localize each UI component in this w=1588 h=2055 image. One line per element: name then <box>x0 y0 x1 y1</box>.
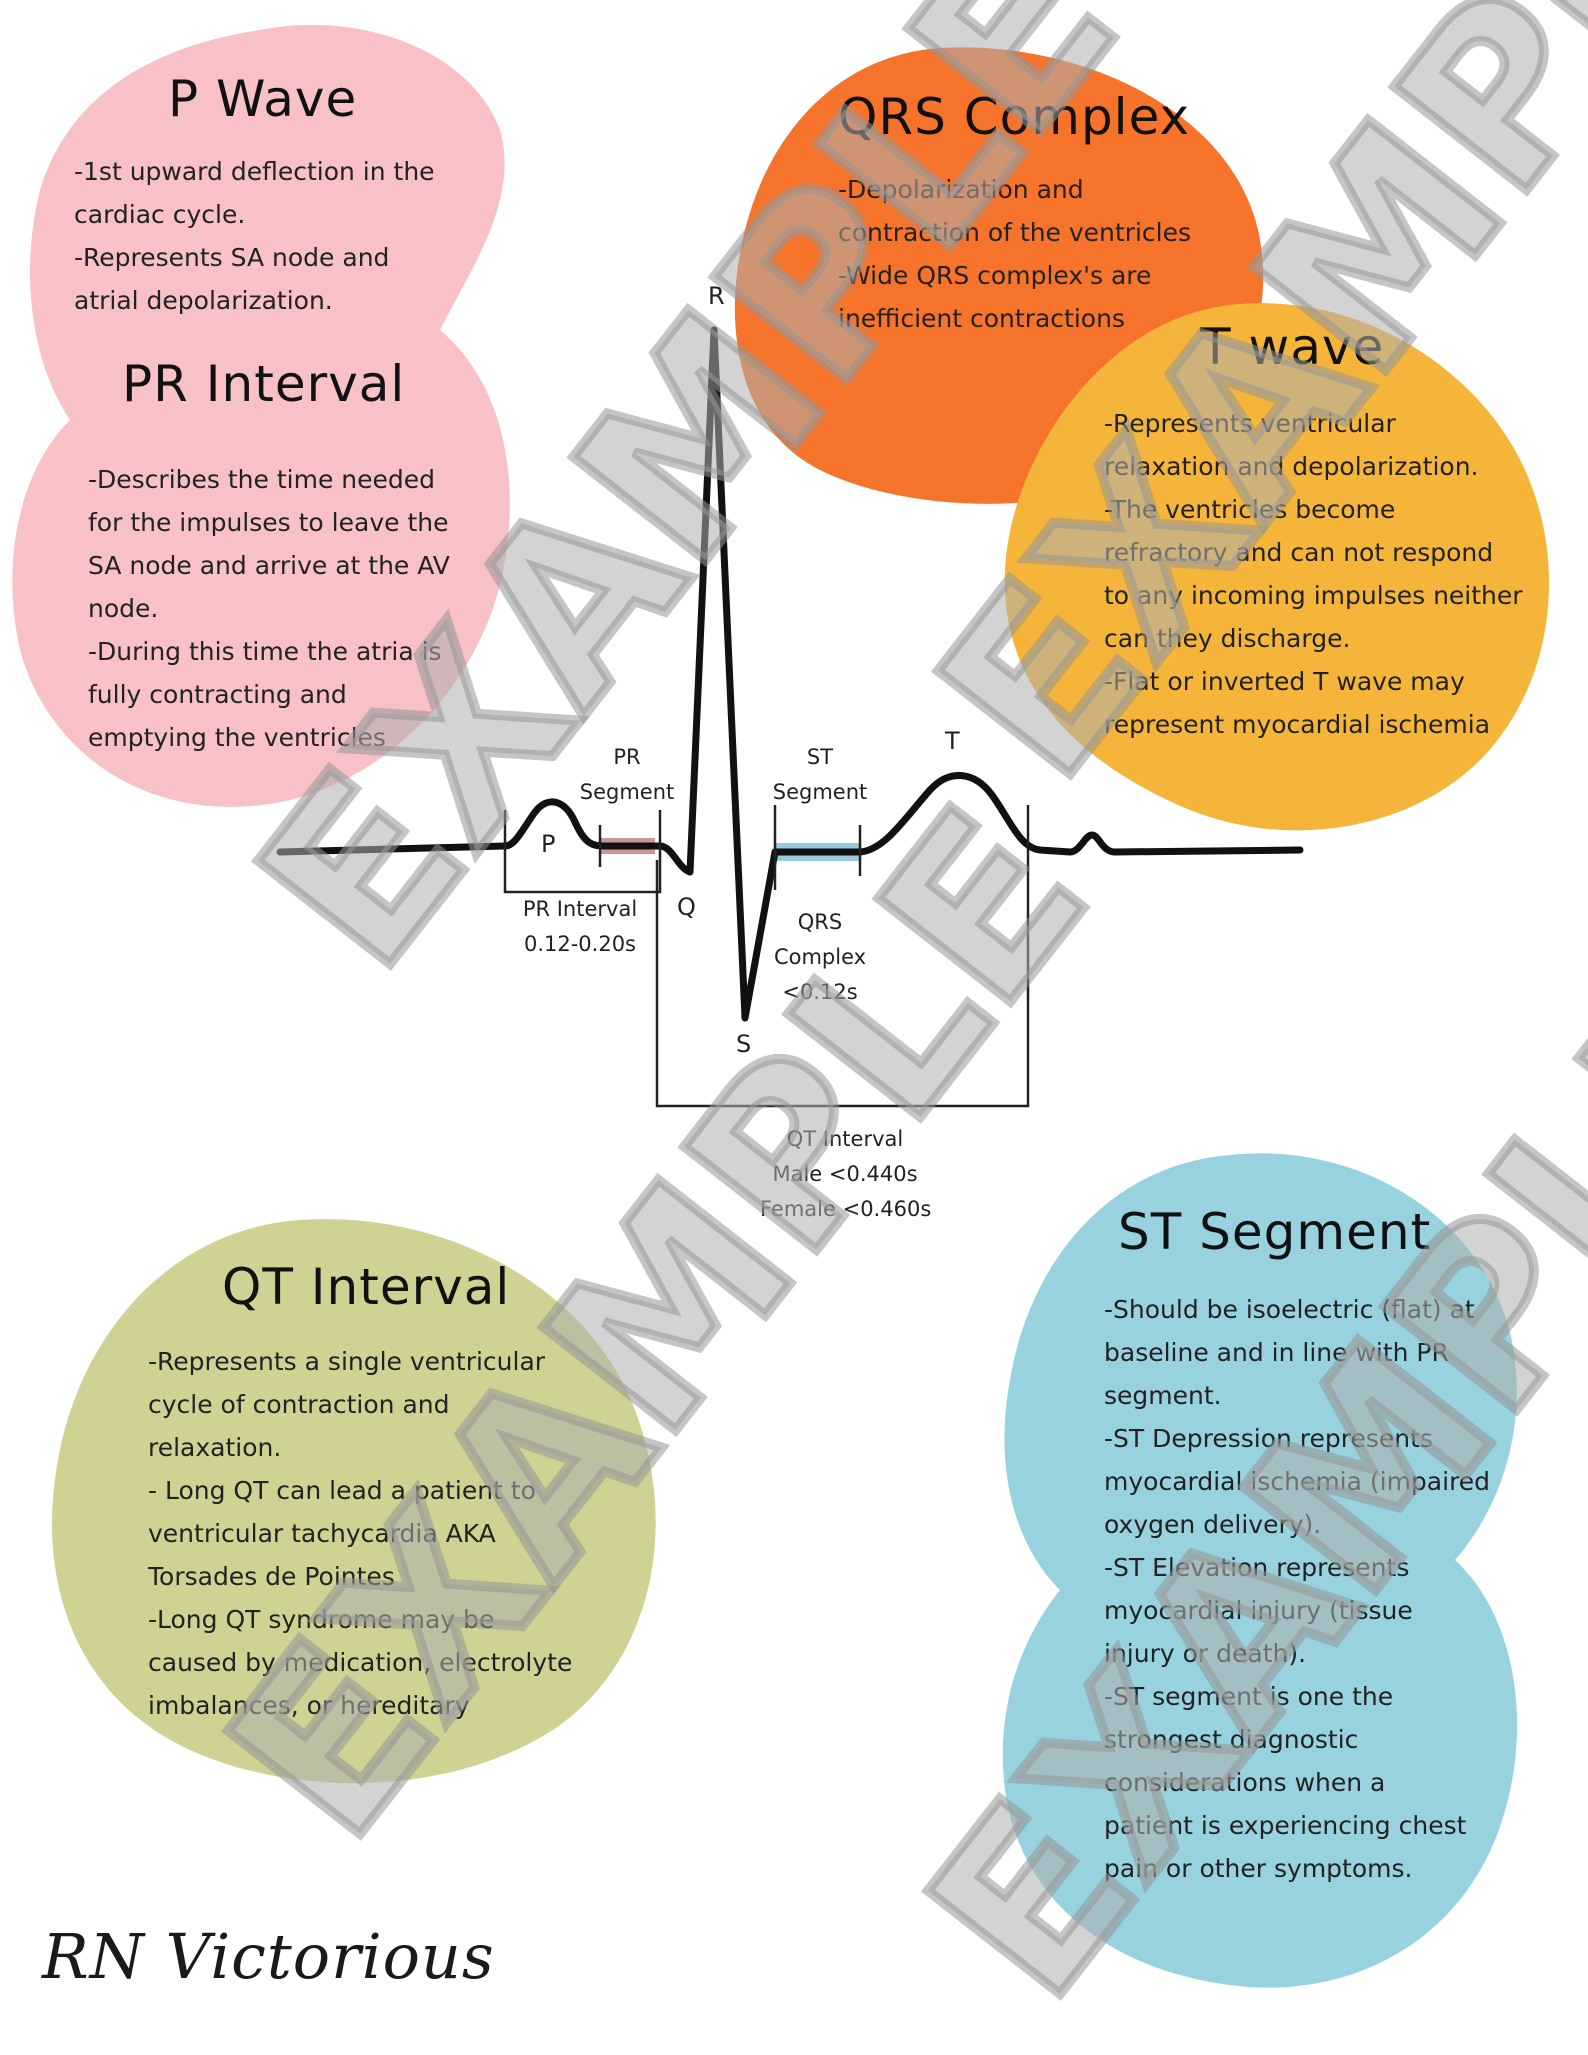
text-line: -The ventricles become <box>1104 495 1396 524</box>
label-line: QRS <box>797 910 843 934</box>
ekg-letter-q: Q <box>677 893 696 921</box>
text-line: relaxation. <box>148 1433 282 1462</box>
text-line: Torsades de Pointes <box>148 1562 395 1591</box>
t-wave-title-box: T wave <box>1200 318 1384 376</box>
ekg-letter-p: P <box>541 830 556 858</box>
label-line: Complex <box>773 945 867 969</box>
ekg-letter-t: T <box>945 727 960 755</box>
qt-interval-label: QT Interval Male <0.440s Female <0.460s <box>760 1122 932 1227</box>
qrs-complex-title: QRS Complex <box>838 88 1191 146</box>
text-line: imbalances, or hereditary <box>148 1691 470 1720</box>
text-line: -ST Elevation represents <box>1104 1553 1410 1582</box>
text-line: -Wide QRS complex's are <box>838 261 1152 290</box>
text-line: patient is experiencing chest <box>1104 1811 1467 1840</box>
text-line: contraction of the ventricles <box>838 218 1192 247</box>
st-segment-title: ST Segment <box>1118 1203 1432 1261</box>
label-line: QT Interval <box>786 1127 904 1151</box>
text-line: strongest diagnostic <box>1104 1725 1359 1754</box>
pr-interval-title-box: PR Interval <box>122 355 405 413</box>
text-line: -Represents ventricular <box>1104 409 1396 438</box>
text-line: -ST segment is one the <box>1104 1682 1394 1711</box>
text-line: emptying the ventricles <box>88 723 386 752</box>
text-line: cycle of contraction and <box>148 1390 450 1419</box>
p-wave-title-box: P Wave <box>168 70 357 128</box>
t-wave-blob <box>1004 303 1550 831</box>
text-line: node. <box>88 594 159 623</box>
pr-interval-label: PR Interval 0.12-0.20s <box>505 892 655 962</box>
ekg-letter-r: R <box>708 282 725 310</box>
text-line: -ST Depression represents <box>1104 1424 1433 1453</box>
text-line: can they discharge. <box>1104 624 1351 653</box>
st-segment-label: ST Segment <box>765 740 875 810</box>
text-line: represent myocardial ischemia <box>1104 710 1491 739</box>
text-line: -1st upward deflection in the <box>74 157 435 186</box>
interval-brackets <box>503 805 1030 1108</box>
st-segment-blob <box>1002 1153 1518 1988</box>
text-line: baseline and in line with PR <box>1104 1338 1449 1367</box>
qrs-complex-label: QRS Complex <0.12s <box>765 905 875 1010</box>
text-line: for the impulses to leave the <box>88 508 449 537</box>
text-line: inefficient contractions <box>838 304 1125 333</box>
qt-body: -Represents a single ventricular cycle o… <box>148 1340 572 1727</box>
label-line: PR Interval <box>522 897 638 921</box>
qt-interval-title: QT Interval <box>222 1258 511 1316</box>
text-line: segment. <box>1104 1381 1222 1410</box>
text-line: to any incoming impulses neither <box>1104 581 1523 610</box>
text-line: -Represents SA node and <box>74 243 390 272</box>
text-line: pain or other symptoms. <box>1104 1854 1413 1883</box>
text-line: -Long QT syndrome may be <box>148 1605 495 1634</box>
st-body: -Should be isoelectric (flat) at baselin… <box>1104 1288 1490 1890</box>
label-line: <0.12s <box>782 980 858 1004</box>
signature: RN Victorious <box>42 1920 495 1993</box>
text-line: - Long QT can lead a patient to <box>148 1476 536 1505</box>
text-line: -During this time the atria is <box>88 637 442 666</box>
qt-interval-bracket <box>655 805 1030 1108</box>
ekg-waveform <box>276 326 1304 1022</box>
t-wave-body: -Represents ventricular relaxation and d… <box>1104 402 1523 746</box>
p-wave-title: P Wave <box>168 70 358 128</box>
label-line: Segment <box>772 780 868 804</box>
text-line: injury or death). <box>1104 1639 1307 1668</box>
text-line: -Flat or inverted T wave may <box>1104 667 1465 696</box>
pr-interval-title: PR Interval <box>122 355 406 413</box>
text-line: myocardial injury (tissue <box>1104 1596 1413 1625</box>
label-line: Female <0.460s <box>760 1197 932 1221</box>
p-wave-blob <box>12 24 510 807</box>
label-line: 0.12-0.20s <box>523 932 637 956</box>
text-line: oxygen delivery). <box>1104 1510 1322 1539</box>
text-line: SA node and arrive at the AV <box>88 551 450 580</box>
text-line: caused by medication, electrolyte <box>148 1648 573 1677</box>
label-line: Male <0.440s <box>772 1162 918 1186</box>
text-line: ventricular tachycardia AKA <box>148 1519 496 1548</box>
text-line: refractory and can not respond <box>1104 538 1494 567</box>
qt-title-box: QT Interval <box>222 1258 510 1316</box>
label-line: Segment <box>579 780 675 804</box>
t-wave-title: T wave <box>1200 318 1385 376</box>
p-wave-body: -1st upward deflection in the cardiac cy… <box>74 150 435 322</box>
text-line: relaxation and depolarization. <box>1104 452 1479 481</box>
label-line: ST <box>806 745 834 769</box>
text-line: considerations when a <box>1104 1768 1386 1797</box>
text-line: myocardial ischemia (impaired <box>1104 1467 1491 1496</box>
text-line: -Should be isoelectric (flat) at <box>1104 1295 1475 1324</box>
pr-segment-label: PR Segment <box>572 740 682 810</box>
label-line: PR <box>613 745 641 769</box>
st-title-box: ST Segment <box>1118 1203 1431 1261</box>
text-line: -Represents a single ventricular <box>148 1347 546 1376</box>
text-line: -Depolarization and <box>838 175 1084 204</box>
text-line: atrial depolarization. <box>74 286 333 315</box>
pr-interval-body: -Describes the time needed for the impul… <box>88 458 450 759</box>
ekg-letter-s: S <box>736 1030 752 1058</box>
qrs-body: -Depolarization and contraction of the v… <box>838 168 1191 340</box>
pr-interval-bracket <box>503 810 662 894</box>
text-line: -Describes the time needed <box>88 465 435 494</box>
text-line: fully contracting and <box>88 680 347 709</box>
qt-interval-blob <box>51 1219 656 1784</box>
text-line: cardiac cycle. <box>74 200 246 229</box>
qrs-title-box: QRS Complex <box>838 88 1190 146</box>
